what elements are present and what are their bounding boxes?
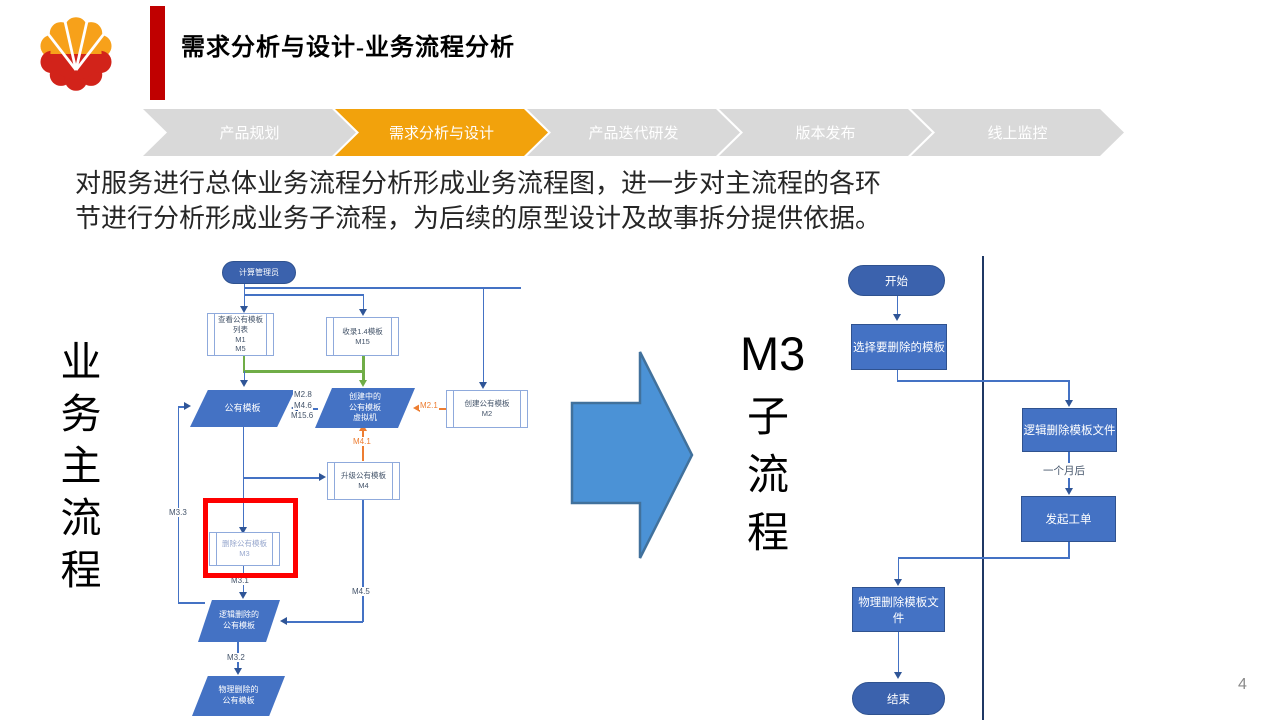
connector — [177, 406, 179, 603]
edge-label-m3-2: M3.2 — [226, 653, 246, 662]
petrochina-logo-icon — [40, 17, 112, 91]
node-collect-template: 收录1.4模板 M15 — [326, 317, 399, 356]
node-upgrade-template-m4: 升级公有模板 M4 — [327, 462, 400, 500]
stage-release: 版本发布 — [719, 109, 932, 156]
arrowhead — [1064, 400, 1073, 407]
node-end: 结束 — [852, 682, 945, 715]
node-select-template: 选择要删除的模板 — [851, 324, 947, 370]
stage-monitoring: 线上监控 — [911, 109, 1124, 156]
edge-label-one-month: 一个月后 — [1042, 463, 1086, 478]
arrowhead — [894, 579, 902, 586]
node-create-ticket: 发起工单 — [1021, 496, 1116, 542]
arrowhead — [894, 672, 902, 679]
arrowhead — [319, 473, 326, 481]
stage-label: 需求分析与设计 — [388, 125, 494, 142]
arrowhead — [184, 402, 191, 410]
arrowhead — [240, 380, 248, 387]
edge-label-m15-6: M15.6 — [290, 411, 315, 420]
edge-label-m4-5: M4.5 — [351, 587, 371, 596]
connector — [242, 370, 365, 373]
node-logical-deleted: 逻辑删除的 公有模板 — [198, 600, 280, 642]
edge-label-m4-6: M4.6 — [293, 401, 313, 410]
connector — [243, 287, 521, 289]
connector — [897, 632, 899, 674]
node-logical-delete-file: 逻辑删除模板文件 — [1022, 408, 1117, 452]
connector — [177, 602, 205, 604]
connector — [177, 406, 186, 408]
edge-label-m2-8: M2.8 — [293, 390, 313, 399]
node-creating-vm: 创建中的 公有模板 虚拟机 — [315, 388, 415, 428]
node-physical-delete-file: 物理删除模板文件 — [852, 587, 945, 632]
highlight-box — [203, 498, 298, 578]
description-line-2: 节进行分析形成业务子流程，为后续的原型设计及故事拆分提供依据。 — [75, 203, 882, 233]
connector — [896, 380, 1070, 382]
connector — [482, 287, 484, 382]
description: 对服务进行总体业务流程分析形成业务流程图，进一步对主流程的各环 节进行分析形成业… — [75, 166, 881, 236]
node-start: 开始 — [848, 265, 945, 296]
arrowhead — [893, 314, 901, 321]
edge-label-m3-3: M3.3 — [168, 508, 188, 517]
page-number: 4 — [1238, 676, 1247, 693]
connector — [896, 370, 898, 381]
connector — [243, 294, 364, 296]
stage-requirements-design: 需求分析与设计 — [335, 109, 548, 156]
node-physical-deleted: 物理删除的 公有模板 — [192, 676, 285, 716]
connector — [362, 294, 364, 310]
subflow-caption-text: 子 流 程 — [747, 393, 790, 556]
stage-iterative-dev: 产品迭代研发 — [527, 109, 740, 156]
arrowhead — [280, 617, 287, 625]
arrowhead — [359, 309, 367, 316]
title-accent-bar — [150, 6, 165, 100]
arrowhead — [239, 592, 247, 599]
process-ribbon: 产品规划 需求分析与设计 产品迭代研发 版本发布 线上监控 — [143, 109, 1124, 156]
subflow-caption-id: M3 — [740, 327, 806, 380]
connector — [896, 296, 898, 316]
page-title: 需求分析与设计-业务流程分析 — [181, 35, 515, 61]
connector — [897, 557, 899, 581]
connector — [242, 477, 320, 479]
connector — [1068, 380, 1070, 402]
stage-label: 版本发布 — [795, 125, 856, 142]
stage-label: 线上监控 — [987, 125, 1048, 142]
node-create-template-m2: 创建公有模板 M2 — [446, 390, 528, 428]
arrowhead — [359, 380, 367, 387]
arrowhead — [1064, 488, 1073, 495]
connector — [243, 371, 245, 381]
connector — [287, 621, 363, 623]
node-public-template: 公有模板 — [190, 390, 295, 427]
node-actor: 计算管理员 — [222, 261, 296, 284]
connector — [362, 371, 365, 381]
main-flow-caption: 业 务 主 流 程 — [60, 339, 102, 593]
arrowhead — [239, 527, 247, 534]
stage-label: 产品迭代研发 — [588, 125, 679, 142]
description-line-1: 对服务进行总体业务流程分析形成业务流程图，进一步对主流程的各环 — [75, 168, 882, 198]
arrowhead — [413, 404, 420, 412]
node-delete-template-m3: 删除公有模板 M3 — [209, 532, 280, 566]
edge-label-m4-1: M4.1 — [352, 437, 372, 446]
arrowhead — [233, 668, 242, 675]
stage-product-planning: 产品规划 — [143, 109, 356, 156]
node-view-template-list: 查看公有模板 列表 M1 M5 — [207, 313, 274, 356]
connector — [243, 284, 245, 309]
connector — [1068, 542, 1070, 558]
connector — [897, 557, 1070, 559]
connector — [242, 356, 245, 372]
transition-arrow-icon — [570, 351, 694, 559]
connector — [242, 427, 244, 530]
arrowhead — [479, 382, 487, 389]
arrowhead — [240, 306, 248, 313]
connector — [362, 356, 365, 371]
connector — [361, 431, 364, 461]
stage-label: 产品规划 — [219, 125, 280, 142]
edge-label-m3-1: M3.1 — [230, 576, 250, 585]
edge-label-m2-1: M2.1 — [419, 401, 439, 410]
swimlane-divider — [982, 256, 984, 720]
connector — [362, 500, 364, 622]
